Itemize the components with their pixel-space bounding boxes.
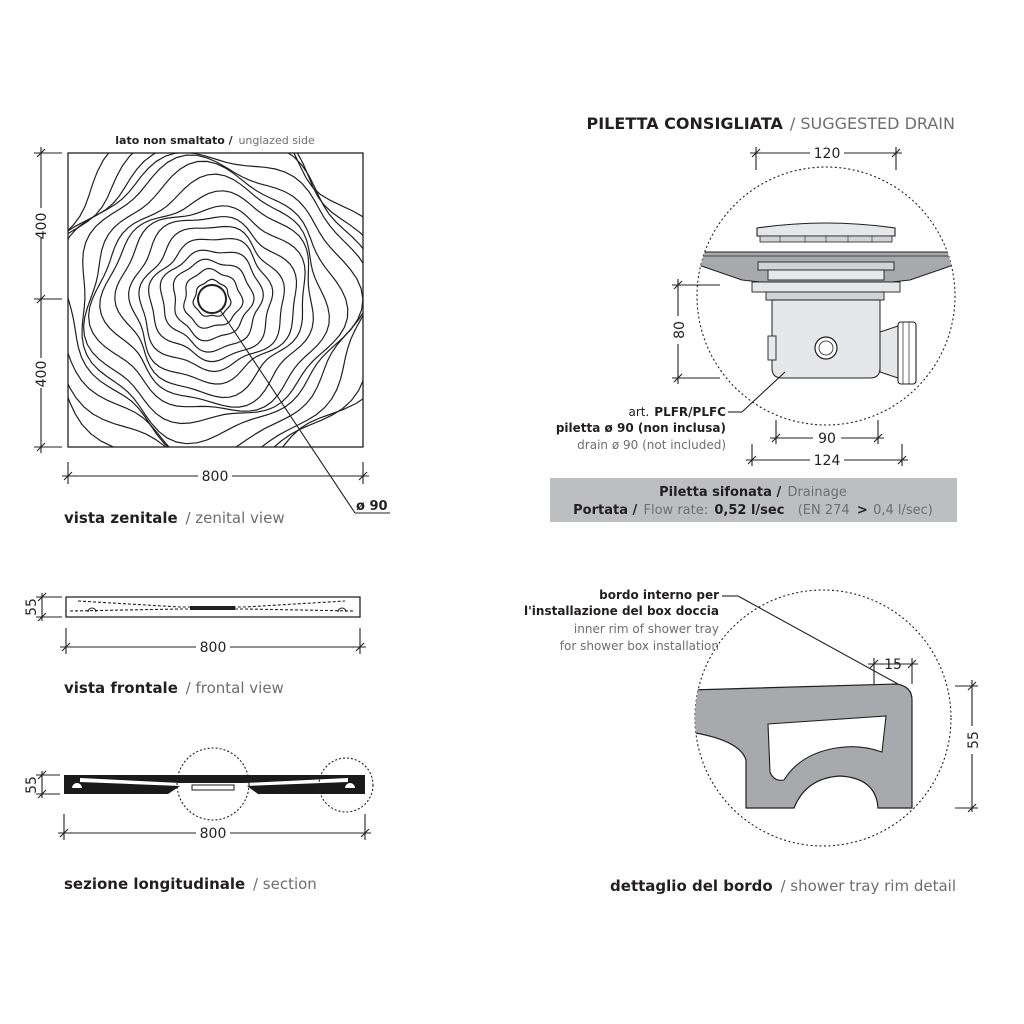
dim-55-section: 55 xyxy=(24,776,40,794)
dimension-800-section: 800 xyxy=(58,814,371,842)
tray-outline-front xyxy=(65,596,361,618)
rim-caption: dettaglio del bordo / shower tray rim de… xyxy=(610,877,956,895)
wave-ring xyxy=(99,190,314,408)
dimension-800-frontal: 800 xyxy=(60,628,366,656)
dimension-120: 120 xyxy=(750,145,902,170)
dimension-800-zenital: 800 xyxy=(62,462,369,485)
wave-ring xyxy=(147,237,274,363)
dimension-400-400: 400 400 xyxy=(32,147,62,453)
drain-hole xyxy=(197,284,227,314)
wave-ring xyxy=(192,278,232,317)
zenital-view: lato non smaltato / unglazed side 400 40… xyxy=(32,134,390,527)
drain-title: PILETTA CONSIGLIATA / SUGGESTED DRAIN xyxy=(586,114,955,133)
wave-ring xyxy=(68,153,363,447)
drain-article: art. PLFR/PLFC xyxy=(628,405,726,419)
wave-ring xyxy=(68,153,363,447)
dim-80: 80 xyxy=(672,321,688,339)
dimension-55-section: 55 xyxy=(24,770,60,799)
dimension-124: 124 xyxy=(746,444,908,469)
dim-15: 15 xyxy=(884,657,902,673)
rim-label-3: inner rim of shower tray xyxy=(574,622,719,636)
wave-ring xyxy=(183,267,244,329)
dimension-55-frontal: 55 xyxy=(24,592,62,622)
dim-90: 90 xyxy=(818,431,836,447)
rim-label-4: for shower box installation xyxy=(560,639,719,653)
drain-assembly xyxy=(697,222,955,385)
dimension-15: 15 xyxy=(868,657,918,684)
wave-pattern xyxy=(68,153,363,447)
wave-ring xyxy=(68,153,363,447)
dimension-80: 80 xyxy=(670,279,720,384)
drain-piletta: piletta ø 90 (non inclusa) xyxy=(556,421,726,435)
wave-ring xyxy=(159,249,264,353)
dim-55-rim: 55 xyxy=(966,731,982,749)
detail-circle-drain xyxy=(176,747,250,821)
drainage-line1: Piletta sifonata / Drainage xyxy=(659,484,847,500)
detail-circle-rim xyxy=(318,757,374,813)
dim-124: 124 xyxy=(814,453,841,469)
rim-label-2: l'installazione del box doccia xyxy=(524,604,719,618)
dim-400-bottom: 400 xyxy=(34,361,50,388)
drainage-info-box xyxy=(550,478,957,522)
drain-note: drain ø 90 (not included) xyxy=(577,438,726,452)
drainage-line2: Portata / Flow rate: 0,52 l/sec (EN 274 … xyxy=(573,502,933,518)
dim-400-top: 400 xyxy=(34,213,50,240)
frontal-view: 55 800 vista frontale / frontal view xyxy=(24,592,366,697)
dim-120: 120 xyxy=(814,146,841,162)
wave-ring xyxy=(114,205,306,399)
wave-ring xyxy=(81,154,363,445)
unglazed-side-label: lato non smaltato / unglazed side xyxy=(115,134,315,147)
wave-ring xyxy=(172,258,255,342)
section-view: 55 800 sezione longitudinale / section xyxy=(24,747,374,893)
dim-55-frontal: 55 xyxy=(24,598,40,616)
rim-label-1: bordo interno per xyxy=(599,588,719,602)
dim-800-section: 800 xyxy=(200,826,227,842)
wave-ring xyxy=(87,173,330,412)
zenital-caption: vista zenitale / zenital view xyxy=(64,509,285,527)
dimension-90: 90 xyxy=(770,420,884,447)
section-caption: sezione longitudinale / section xyxy=(64,875,317,893)
dim-800-frontal: 800 xyxy=(200,640,227,656)
rim-detail: bordo interno per l'installazione del bo… xyxy=(524,588,982,895)
dimension-55-rim: 55 xyxy=(955,680,982,813)
wave-ring xyxy=(82,160,349,425)
dim-800-zenital: 800 xyxy=(202,469,229,485)
wave-ring xyxy=(127,216,298,385)
drain-diameter-label: ø 90 xyxy=(356,499,388,514)
wave-ring xyxy=(138,225,286,373)
suggested-drain: PILETTA CONSIGLIATA / SUGGESTED DRAIN 12… xyxy=(550,114,957,522)
frontal-caption: vista frontale / frontal view xyxy=(64,679,284,697)
wave-ring xyxy=(68,153,363,447)
